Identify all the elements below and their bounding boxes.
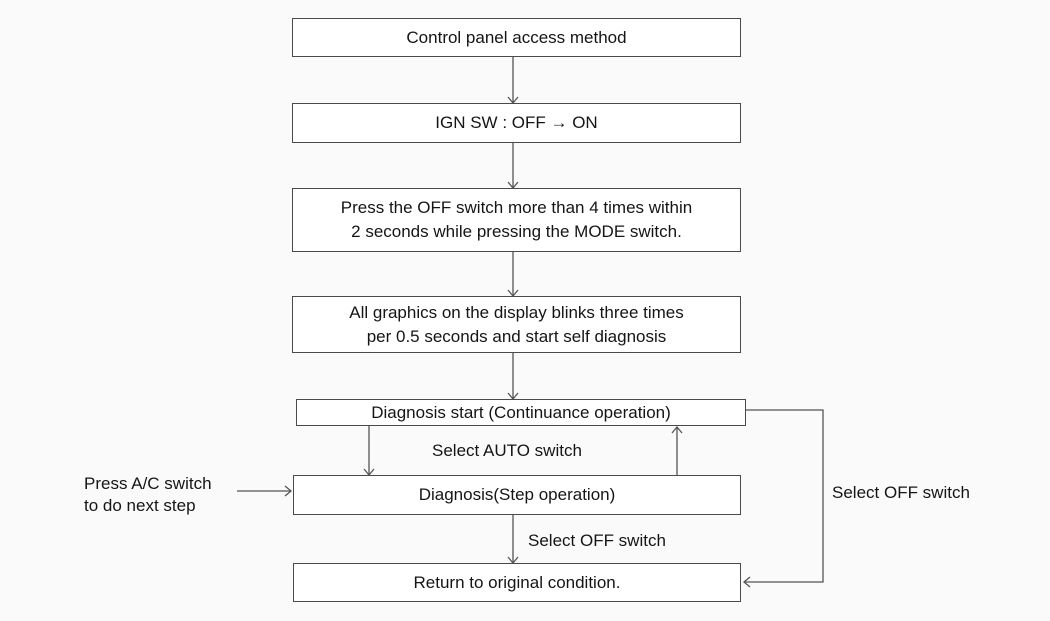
arrow-step-to-return [507,515,519,565]
edge-label-select-auto-switch: Select AUTO switch [432,441,582,460]
node-text: Diagnosis(Step operation) [418,485,616,504]
arrow-loop-select-off [742,409,824,588]
arrow-diag-start-to-step [363,426,375,477]
node-control-panel-access-method: Control panel access method [292,18,741,57]
edge-label-select-off-switch-loop: Select OFF switch [832,483,970,502]
node-diagnosis-start: Diagnosis start (Continuance operation) [296,399,746,426]
node-text: All graphics on the display blinks three… [349,302,684,322]
node-return-original: Return to original condition. [293,563,741,602]
arrow-press-off-to-blink [507,252,519,298]
arrow-access-to-ign [507,57,519,105]
node-text: Return to original condition. [413,572,621,592]
node-text: Diagnosis start (Continuance operation) [371,402,671,422]
node-text: 2 seconds while pressing the MODE switch… [351,222,682,241]
node-ign-sw-off-on: IGN SW : OFF → ON [292,103,741,143]
edge-label-line: Press A/C switch [84,474,212,493]
node-text: Press the OFF switch more than 4 times w… [340,198,693,217]
edge-label-line: to do next step [84,496,196,515]
arrow-press-ac-to-step [237,485,293,497]
edge-label-select-off-switch: Select OFF switch [528,531,666,550]
node-press-off-switch: Press the OFF switch more than 4 times w… [292,188,741,252]
node-diagnosis-step: Diagnosis(Step operation) [293,475,741,515]
arrow-step-to-diag-start [671,425,683,475]
node-text: Control panel access method [406,27,627,47]
arrow-ign-to-press-off [507,143,519,190]
node-graphics-blink: All graphics on the display blinks three… [292,296,741,353]
node-text: IGN SW : OFF → ON [435,113,598,132]
edge-label-press-ac-switch: Press A/C switch to do next step [84,473,244,517]
node-text: per 0.5 seconds and start self diagnosis [366,326,667,346]
arrow-blink-to-diag-start [507,353,519,401]
